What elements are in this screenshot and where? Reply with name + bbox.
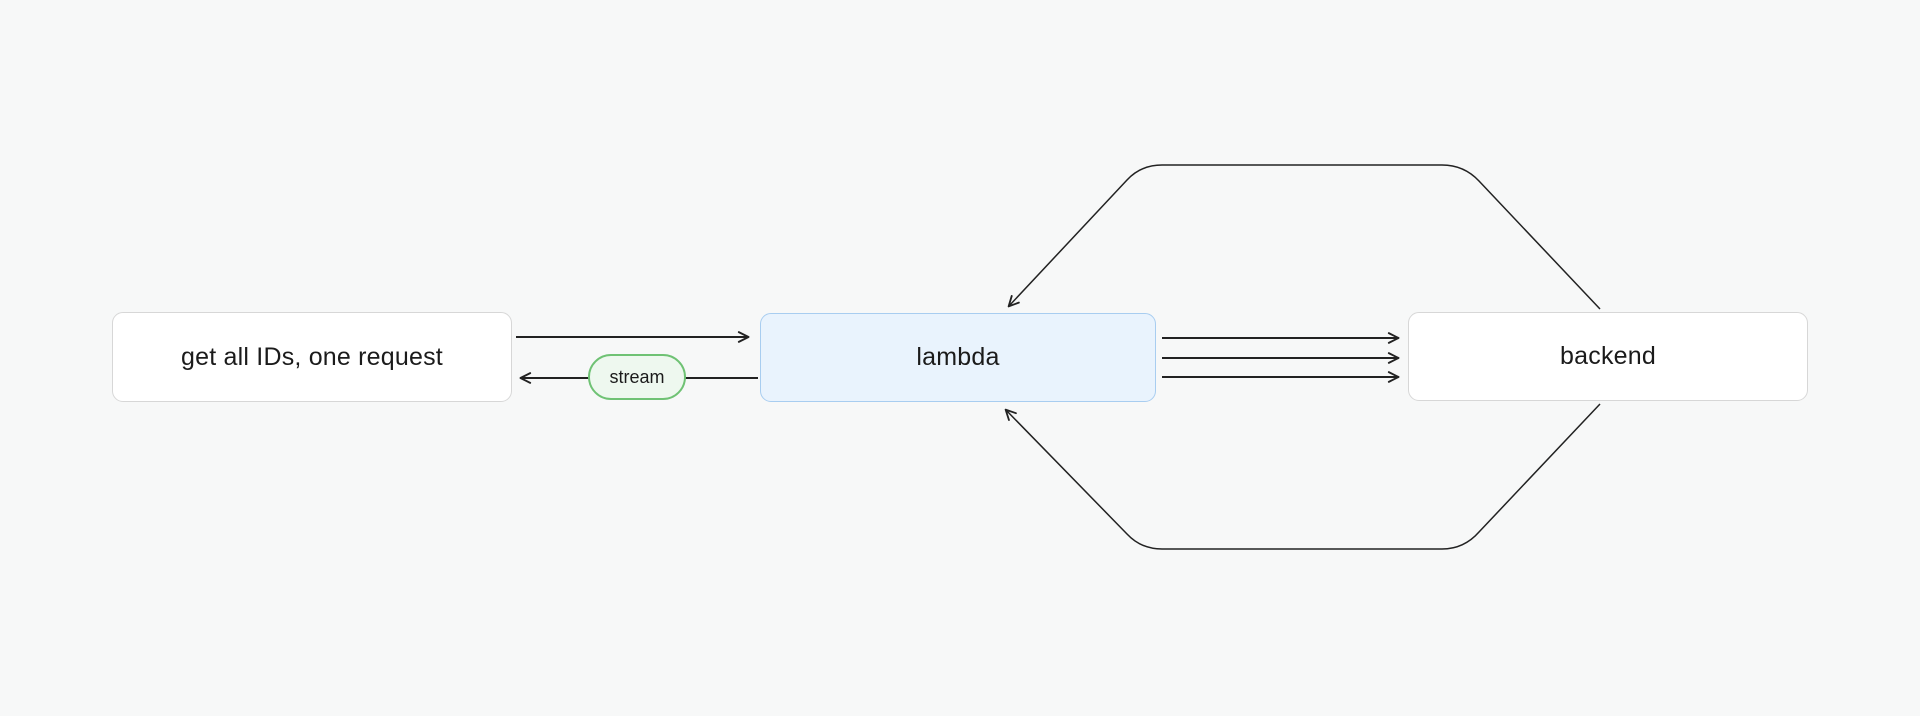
edge-backend-to-lambda-bottom-loop bbox=[1004, 403, 1601, 550]
node-backend-label: backend bbox=[1560, 342, 1656, 370]
node-request: get all IDs, one request bbox=[112, 312, 512, 402]
edge-label-stream: stream bbox=[588, 354, 686, 400]
node-request-label: get all IDs, one request bbox=[181, 342, 443, 371]
node-lambda-label: lambda bbox=[916, 343, 1000, 371]
edge-backend-to-lambda-top-loop bbox=[1007, 164, 1601, 310]
node-lambda: lambda bbox=[760, 313, 1156, 402]
edge-label-stream-text: stream bbox=[609, 366, 665, 387]
node-backend: backend bbox=[1408, 312, 1808, 401]
